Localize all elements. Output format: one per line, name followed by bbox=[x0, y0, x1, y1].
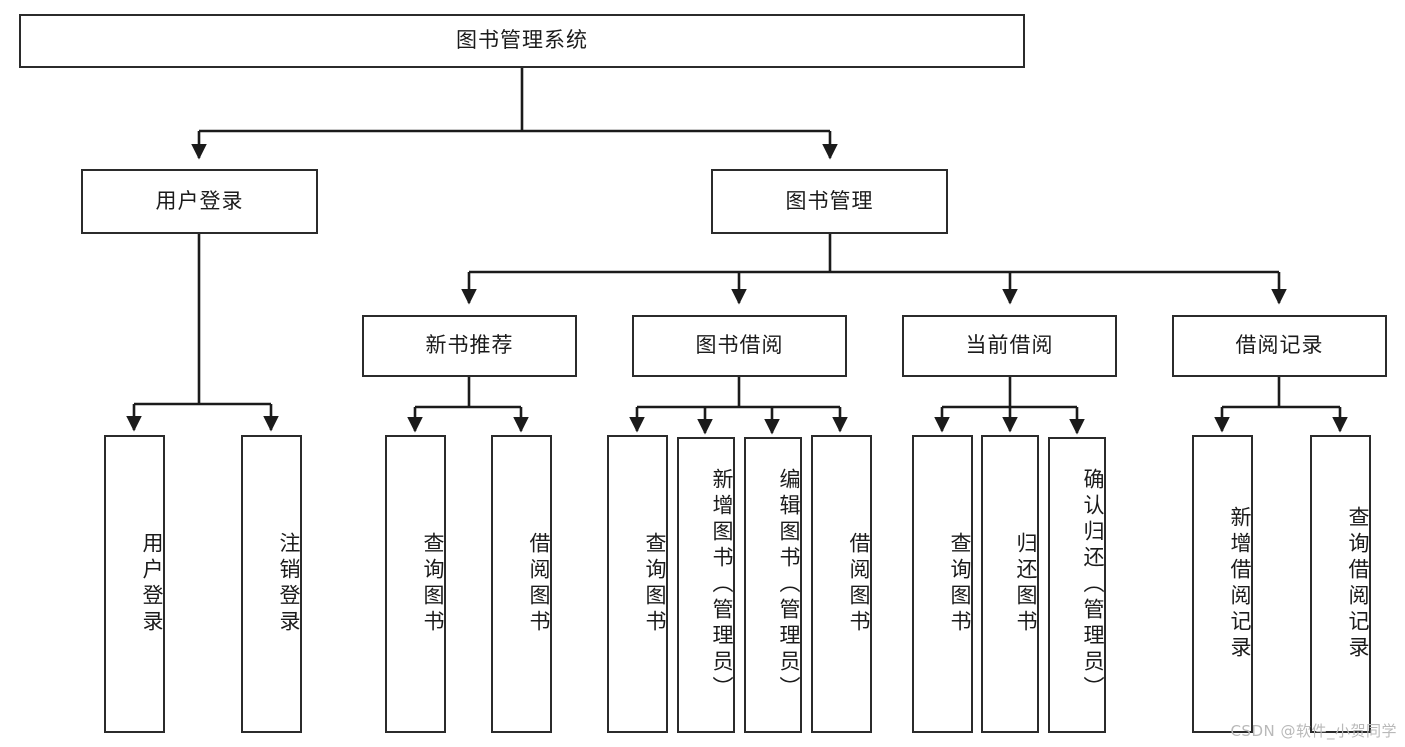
leaf-new-book-borrow-books[interactable]: 借阅图书 bbox=[491, 435, 552, 733]
node-user-login[interactable]: 用户登录 bbox=[81, 169, 318, 234]
node-label: 用户登录 bbox=[140, 532, 164, 636]
csdn-watermark: CSDN @软件_小贺同学 bbox=[1230, 722, 1397, 740]
node-borrow-record[interactable]: 借阅记录 bbox=[1172, 315, 1387, 377]
leaf-new-book-query-books[interactable]: 查询图书 bbox=[385, 435, 446, 733]
node-label: 归还图书 bbox=[1014, 532, 1038, 636]
leaf-current-borrow-return-books[interactable]: 归还图书 bbox=[981, 435, 1039, 733]
leaf-book-borrow-borrow-books[interactable]: 借阅图书 bbox=[811, 435, 872, 733]
node-label: 查询图书 bbox=[643, 532, 667, 636]
node-label: 确认归还（管理员） bbox=[1081, 468, 1105, 702]
leaf-borrow-record-query-record[interactable]: 查询借阅记录 bbox=[1310, 435, 1371, 733]
node-label: 借阅图书 bbox=[527, 532, 551, 636]
leaf-current-borrow-confirm-return-admin[interactable]: 确认归还（管理员） bbox=[1048, 437, 1106, 733]
leaf-user-login-login[interactable]: 用户登录 bbox=[104, 435, 165, 733]
node-label: 注销登录 bbox=[277, 532, 301, 636]
node-book-management[interactable]: 图书管理 bbox=[711, 169, 948, 234]
node-label: 查询图书 bbox=[948, 532, 972, 636]
node-label: 借阅记录 bbox=[1235, 333, 1324, 358]
leaf-book-borrow-query-books[interactable]: 查询图书 bbox=[607, 435, 668, 733]
node-label: 编辑图书（管理员） bbox=[777, 468, 801, 702]
node-root-system[interactable]: 图书管理系统 bbox=[19, 14, 1025, 68]
node-label: 查询图书 bbox=[421, 532, 445, 636]
node-label: 用户登录 bbox=[155, 188, 244, 213]
leaf-book-borrow-edit-book-admin[interactable]: 编辑图书（管理员） bbox=[744, 437, 802, 733]
node-new-book-recommend[interactable]: 新书推荐 bbox=[362, 315, 577, 377]
node-label: 图书借阅 bbox=[695, 333, 784, 358]
node-label: 当前借阅 bbox=[965, 333, 1054, 358]
node-current-borrow[interactable]: 当前借阅 bbox=[902, 315, 1117, 377]
node-label: 图书管理 bbox=[785, 188, 874, 213]
node-label: 新书推荐 bbox=[425, 333, 514, 358]
node-label: 图书管理系统 bbox=[456, 28, 588, 53]
leaf-user-login-logout[interactable]: 注销登录 bbox=[241, 435, 302, 733]
leaf-book-borrow-add-book-admin[interactable]: 新增图书（管理员） bbox=[677, 437, 735, 733]
leaf-current-borrow-query-books[interactable]: 查询图书 bbox=[912, 435, 973, 733]
node-label: 新增图书（管理员） bbox=[710, 468, 734, 702]
node-label: 借阅图书 bbox=[847, 532, 871, 636]
node-label: 新增借阅记录 bbox=[1228, 506, 1252, 662]
node-book-borrow[interactable]: 图书借阅 bbox=[632, 315, 847, 377]
leaf-borrow-record-add-record[interactable]: 新增借阅记录 bbox=[1192, 435, 1253, 733]
node-label: 查询借阅记录 bbox=[1346, 506, 1370, 662]
